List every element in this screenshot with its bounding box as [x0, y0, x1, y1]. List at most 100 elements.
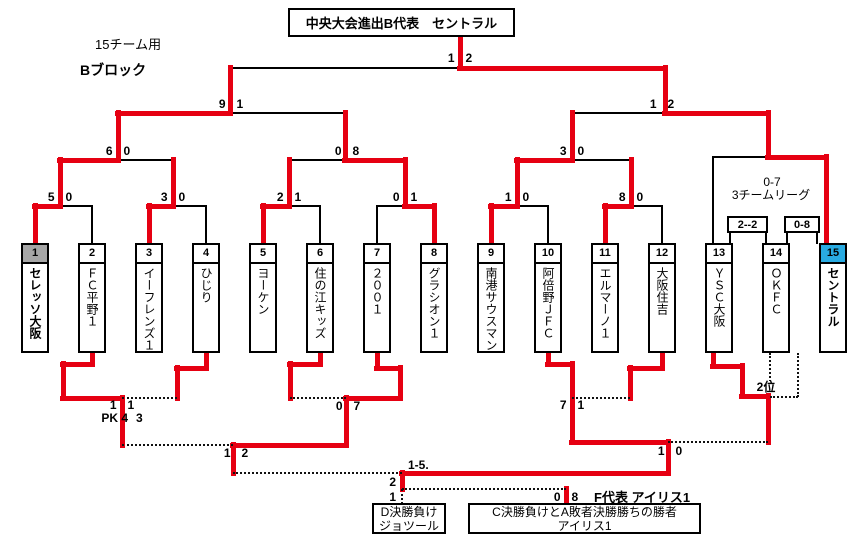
team-name: 大阪住吉 — [655, 267, 669, 315]
winner-path-line — [375, 350, 380, 371]
bracket-line — [288, 159, 346, 161]
winner-path-line — [33, 203, 38, 246]
block-label: Bブロック — [80, 62, 147, 78]
cons-f-score-label: 1-5. — [408, 458, 429, 472]
league-match-14-15-box: 0-8 — [784, 216, 820, 233]
team-number: 2 — [80, 245, 104, 264]
winner-path-line — [570, 395, 575, 445]
winner-path-line — [602, 204, 634, 209]
winner-path-line — [489, 203, 494, 246]
dotted-path-line — [122, 444, 233, 446]
winner-path-line — [766, 110, 771, 160]
team-name: ２００１ — [370, 267, 384, 315]
bracket-line — [229, 67, 461, 69]
winner-path-line — [115, 111, 233, 116]
team-name: グラシオン１ — [427, 267, 441, 339]
winner-path-line — [58, 157, 63, 209]
league-result-13-15: 0-7 — [763, 175, 781, 189]
team-number: 12 — [650, 245, 674, 264]
team-name: ヨーケン — [256, 267, 270, 315]
team-name: ＯＫＦＣ — [769, 267, 783, 315]
team-number: 15 — [821, 245, 845, 264]
team-name: イーフレンズ１ — [142, 267, 156, 351]
winner-path-line — [710, 364, 745, 369]
bracket-line — [229, 112, 346, 114]
league-match-13-14-box: 2--2 — [727, 216, 768, 233]
winner-path-line — [711, 350, 716, 369]
box-d-line2: ジョツール — [378, 519, 439, 533]
dotted-path-line — [769, 353, 771, 382]
winner-path-line — [230, 443, 349, 448]
winner-path-line — [457, 66, 668, 71]
winner-path-line — [175, 365, 180, 401]
champion-title: 中央大会進出B代表 セントラル — [305, 16, 498, 31]
winner-path-line — [287, 157, 292, 209]
bracket-line — [571, 112, 666, 114]
team-number: 7 — [365, 245, 389, 264]
winner-path-line — [287, 362, 323, 367]
winner-path-line — [57, 158, 121, 163]
team-number: 5 — [251, 245, 275, 264]
winner-path-line — [400, 470, 405, 492]
winner-path-line — [204, 350, 209, 371]
winner-path-line — [515, 157, 520, 209]
winner-path-line — [146, 204, 176, 209]
score-cons-g-top: 2 — [389, 475, 396, 489]
team-name: ＹＳＣ大阪 — [712, 267, 726, 327]
team-number: 4 — [194, 245, 218, 264]
team-name: セントラル — [826, 267, 840, 327]
team-box-12: 12 大阪住吉 — [648, 243, 676, 353]
bracket-line — [729, 232, 731, 244]
bracket-line — [205, 205, 207, 244]
bracket-line — [630, 205, 663, 207]
winner-path-line — [570, 110, 575, 163]
dotted-path-line — [572, 397, 630, 399]
runner-up-label: 2位 — [755, 380, 777, 394]
winner-path-line — [766, 393, 771, 445]
bracket-line — [516, 205, 549, 207]
bracket-line — [288, 205, 321, 207]
winner-path-line — [458, 34, 463, 71]
winner-path-line — [488, 204, 520, 209]
box-c-playoff-winner: C決勝負けとA敗者決勝勝ちの勝者 アイリス1 — [468, 503, 701, 534]
winner-path-line — [343, 110, 348, 163]
bracket-line — [547, 205, 549, 244]
bracket-line — [376, 205, 406, 207]
winner-path-line — [288, 361, 293, 401]
winner-path-line — [660, 350, 665, 371]
box-c-line1: C決勝負けとA敗者決勝勝ちの勝者 — [492, 505, 677, 519]
bracket-line — [172, 205, 207, 207]
winner-path-line — [666, 439, 671, 476]
bracket-line — [59, 205, 93, 207]
winner-path-line — [260, 204, 292, 209]
dotted-path-line — [668, 441, 768, 443]
winner-path-line — [60, 396, 125, 401]
box-d-final-loser: D決勝負け ジョツール — [372, 503, 446, 534]
winner-path-line — [60, 362, 95, 367]
bracket-line — [571, 159, 632, 161]
dotted-path-line — [401, 489, 403, 504]
team-number: 13 — [707, 245, 731, 264]
team-name: 住の江キッズ — [313, 267, 327, 339]
winner-path-line — [570, 361, 575, 401]
team-name: エルマーノ１ — [598, 267, 612, 339]
winner-path-line — [318, 350, 323, 367]
winner-path-line — [32, 204, 63, 209]
